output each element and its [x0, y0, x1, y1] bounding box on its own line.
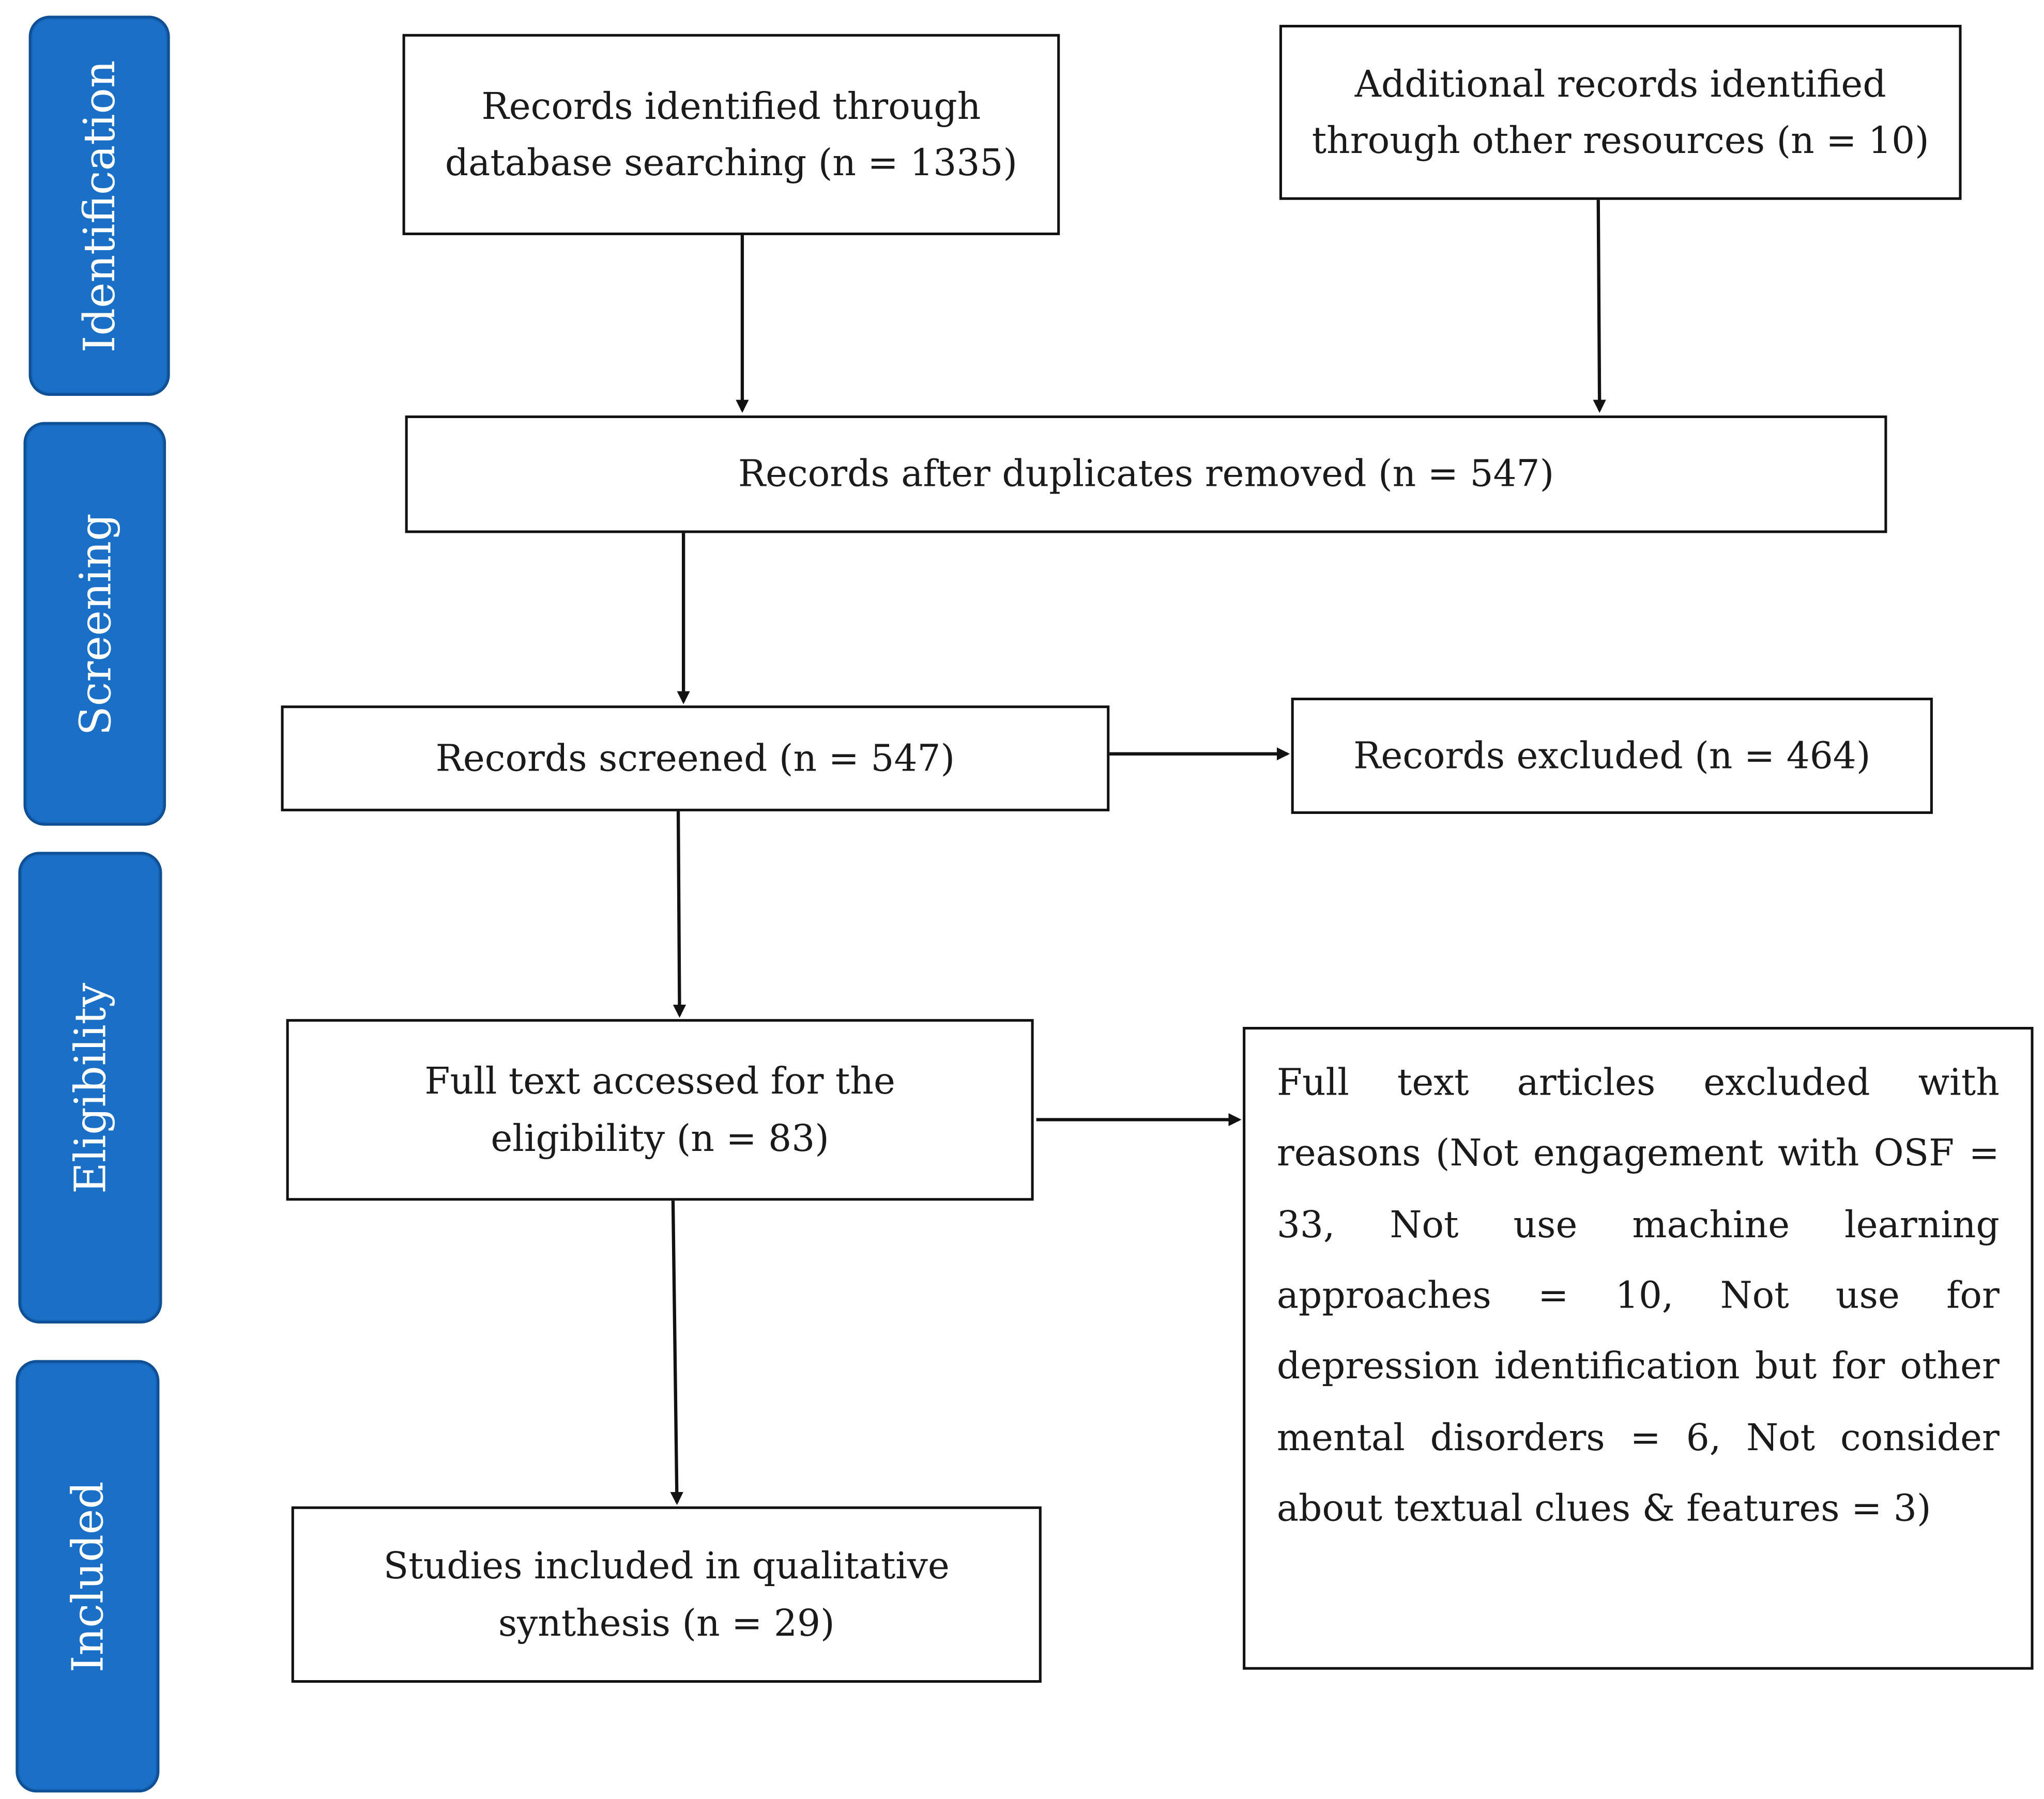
arrow-other-to-duplicates — [1593, 199, 1606, 413]
phase-identification: Identification — [28, 16, 170, 396]
arrow-full-text-to-included — [670, 1201, 683, 1505]
other-resources-box: Additional records identified through ot… — [1279, 25, 1962, 200]
full-text-excluded-box: Full text articles excluded with reasons… — [1243, 1027, 2034, 1670]
database-search-box: Records identified through database sear… — [402, 34, 1060, 236]
arrow-screened-to-full-text — [673, 811, 687, 1018]
full-text-box: Full text accessed for the eligibility (… — [286, 1019, 1034, 1201]
duplicates-removed-box: Records after duplicates removed (n = 54… — [405, 415, 1887, 533]
records-excluded-box: Records excluded (n = 464) — [1291, 697, 1933, 814]
phase-eligibility: Eligibility — [18, 852, 162, 1324]
records-screened-box: Records screened (n = 547) — [281, 705, 1110, 811]
included-studies-box: Studies included in qualitative synthesi… — [291, 1506, 1042, 1683]
phase-included: Included — [16, 1360, 160, 1793]
phase-screening: Screening — [23, 422, 166, 826]
